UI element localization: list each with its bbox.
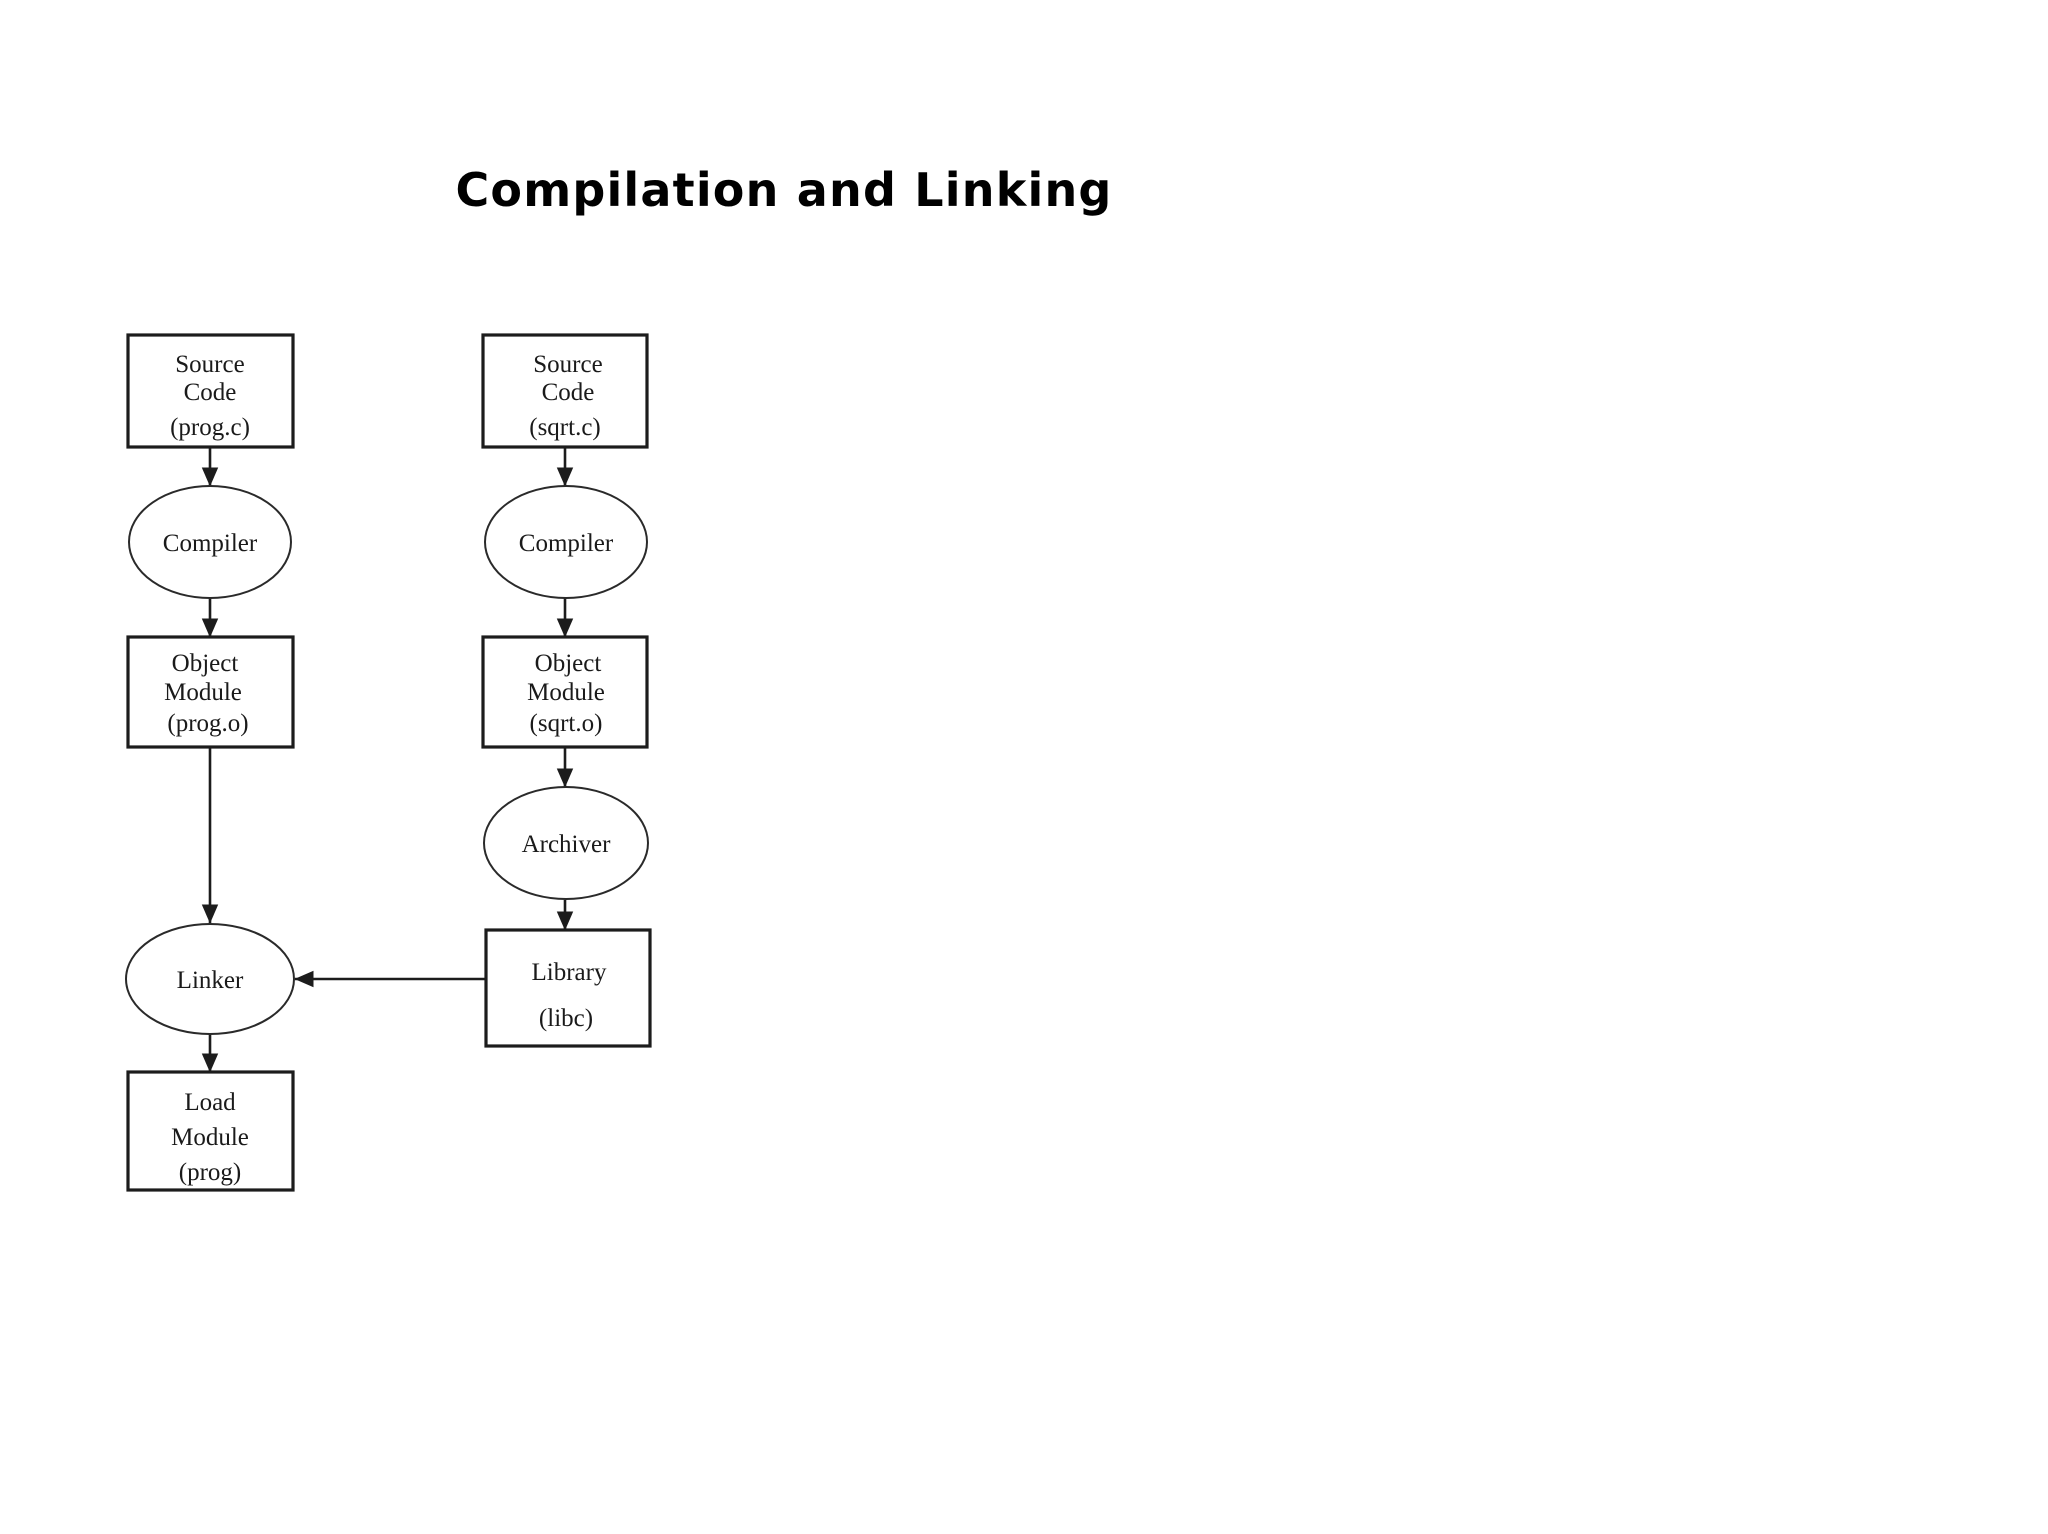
node-compiler-left-label: Compiler bbox=[163, 530, 258, 557]
node-compiler-right[interactable]: Compiler bbox=[484, 485, 648, 599]
node-object-module-prog-line2: Module bbox=[164, 679, 242, 706]
node-object-module-prog-line3: (prog.o) bbox=[167, 710, 248, 737]
node-load-module-line1: Load bbox=[184, 1089, 236, 1116]
node-load-module[interactable]: Load Module (prog) bbox=[126, 1070, 295, 1192]
node-archiver-ellipse bbox=[483, 786, 649, 900]
node-linker-ellipse bbox=[125, 923, 295, 1035]
node-library[interactable]: Library (libc) bbox=[484, 928, 652, 1048]
node-object-module-sqrt-line1: Object bbox=[535, 650, 602, 677]
node-source-code-sqrt[interactable]: Source Code (sqrt.c) bbox=[481, 333, 649, 449]
node-compiler-right-ellipse bbox=[484, 485, 648, 599]
node-library-box bbox=[484, 928, 652, 1048]
node-archiver[interactable]: Archiver bbox=[483, 786, 649, 900]
node-library-line1: Library bbox=[532, 959, 607, 986]
node-source-code-sqrt-line3: (sqrt.c) bbox=[529, 414, 601, 441]
node-compiler-right-label: Compiler bbox=[519, 530, 614, 557]
node-object-module-sqrt-box bbox=[481, 635, 649, 749]
node-load-module-box bbox=[126, 1070, 295, 1192]
node-object-module-sqrt[interactable]: Object Module (sqrt.o) bbox=[481, 635, 649, 749]
edge-layer bbox=[201, 447, 574, 1073]
node-object-module-prog[interactable]: Object Module (prog.o) bbox=[126, 635, 295, 749]
node-load-module-line3: (prog) bbox=[179, 1159, 241, 1186]
node-source-code-prog-box bbox=[126, 333, 295, 449]
node-source-code-sqrt-line2: Code bbox=[542, 379, 595, 406]
page-title-text: Compilation and Linking bbox=[455, 163, 1113, 217]
node-source-code-sqrt-line1: Source bbox=[533, 351, 602, 378]
node-source-code-prog-line3: (prog.c) bbox=[170, 414, 250, 441]
node-load-module-line2: Module bbox=[171, 1124, 249, 1151]
page-title: Compilation and Linking bbox=[0, 163, 2048, 217]
node-source-code-sqrt-box bbox=[481, 333, 649, 449]
node-object-module-prog-box bbox=[126, 635, 295, 749]
node-linker[interactable]: Linker bbox=[125, 923, 295, 1035]
node-compiler-left-ellipse bbox=[128, 485, 292, 599]
node-object-module-sqrt-line3: (sqrt.o) bbox=[530, 710, 603, 737]
node-compiler-left[interactable]: Compiler bbox=[128, 485, 292, 599]
node-library-line2: (libc) bbox=[539, 1005, 593, 1032]
node-archiver-label: Archiver bbox=[522, 831, 612, 858]
node-linker-label: Linker bbox=[177, 967, 244, 994]
node-object-module-prog-line1: Object bbox=[172, 650, 239, 677]
node-source-code-prog[interactable]: Source Code (prog.c) bbox=[126, 333, 295, 449]
node-source-code-prog-line1: Source bbox=[175, 351, 244, 378]
node-source-code-prog-line2: Code bbox=[184, 379, 237, 406]
node-object-module-sqrt-line2: Module bbox=[527, 679, 605, 706]
